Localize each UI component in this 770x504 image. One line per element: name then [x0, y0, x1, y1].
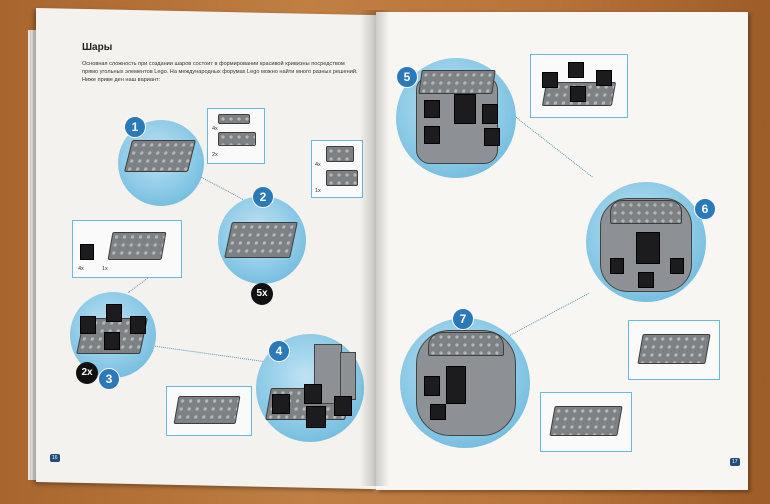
step-4-brick	[304, 384, 322, 404]
part-brick	[596, 70, 612, 86]
step-6-badge: 6	[694, 198, 716, 220]
step-2-badge: 2	[252, 186, 274, 208]
step-5-brick	[484, 128, 500, 146]
step-3-brick	[104, 332, 120, 350]
step-5-brick	[424, 100, 440, 118]
step-1-badge: 1	[124, 116, 146, 138]
step-5-brick	[424, 126, 440, 144]
book-spine-shadow	[360, 10, 390, 486]
step-3-brick	[106, 304, 122, 322]
part-brick	[568, 62, 584, 78]
step-6-brick	[670, 258, 684, 274]
step-4-badge: 4	[268, 340, 290, 362]
part-brick	[542, 72, 558, 88]
part-plate-2x3	[326, 170, 358, 186]
part-qty: 4x	[315, 162, 321, 168]
part-plate-2x4	[218, 132, 256, 146]
part-qty: 1x	[315, 188, 321, 194]
part-plate-corner	[549, 406, 623, 436]
page-title: Шары	[82, 42, 113, 53]
step-3-brick	[130, 316, 146, 334]
step-1-model	[124, 140, 196, 172]
step-7-brick	[424, 376, 440, 396]
step-7-brick	[430, 404, 446, 420]
page-stack-edge	[28, 30, 38, 480]
step-3-badge: 3	[98, 368, 120, 390]
step-6-brick	[610, 258, 624, 274]
part-qty: 2x	[212, 152, 218, 158]
intro-paragraph: Основная сложность при создании шаров со…	[82, 61, 358, 83]
step-7-brick	[446, 366, 466, 404]
step-7-badge: 7	[452, 308, 474, 330]
page-number-left: 16	[50, 454, 60, 462]
part-plate-1x4	[218, 114, 250, 124]
step-3-multiplier: 2x	[76, 362, 98, 384]
part-plate-2x2	[326, 146, 354, 162]
step-4-brick	[306, 406, 326, 428]
part-plate-corner	[637, 334, 711, 364]
step-5-brick	[482, 104, 498, 124]
step-5-top	[418, 70, 496, 94]
step-2-multiplier: 5x	[251, 283, 273, 305]
part-brick	[570, 86, 586, 102]
part-brick-1x1	[80, 244, 94, 260]
part-qty: 1x	[102, 266, 108, 272]
part-qty: 4x	[78, 266, 84, 272]
step-4-brick	[272, 394, 290, 414]
step-7-top	[428, 332, 504, 356]
step-2-model	[224, 222, 298, 258]
step-4-panel	[340, 352, 356, 400]
step-4-brick	[334, 396, 352, 416]
step-6-top	[610, 200, 682, 224]
step-5-brick	[454, 94, 476, 124]
page-number-right: 17	[730, 458, 740, 466]
step-6-brick	[638, 272, 654, 288]
part-plate-corner	[107, 232, 167, 260]
part-plate-corner	[173, 396, 241, 424]
step-6-brick	[636, 232, 660, 264]
step-3-brick	[80, 316, 96, 334]
part-qty: 4x	[212, 126, 218, 132]
step-5-badge: 5	[396, 66, 418, 88]
